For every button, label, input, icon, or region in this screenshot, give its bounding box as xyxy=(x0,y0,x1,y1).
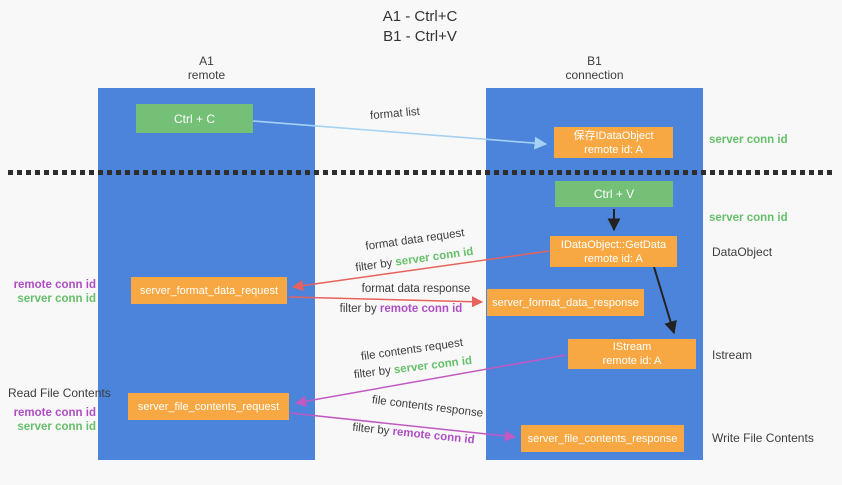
arrow-file-contents-response xyxy=(289,412,517,442)
remote-conn-id-text: remote conn id xyxy=(379,303,463,315)
node-ctrl-c: Ctrl + C xyxy=(136,104,253,133)
node-ctrl-v-label: Ctrl + V xyxy=(593,187,635,201)
label-remote-conn-id-left-bottom: remote conn id xyxy=(13,407,96,419)
label-write-file-contents: Write File Contents xyxy=(712,431,814,445)
node-server-file-contents-response: server_file_contents_response xyxy=(521,425,684,452)
node-ctrl-v: Ctrl + V xyxy=(555,181,673,207)
label-group-conn-ids-top: remote conn id server conn id xyxy=(8,278,96,306)
arrow-format-data-request xyxy=(291,250,550,292)
lane-header-b1: B1 connection xyxy=(486,54,703,82)
lane-a1-role: remote xyxy=(187,68,226,82)
node-ctrl-c-label: Ctrl + C xyxy=(173,111,215,126)
arrow-format-list xyxy=(252,120,548,150)
label-server-conn-id-right-mid: server conn id xyxy=(709,212,788,224)
label-istream: Istream xyxy=(712,348,753,362)
istream-remote-id: remote id: A xyxy=(602,355,662,367)
save-idataobject-title: 保存IDataObject xyxy=(573,129,654,142)
lane-b1-role: connection xyxy=(565,68,624,82)
node-save-idataobject: 保存IDataObject remote id: A xyxy=(554,127,673,158)
node-idataobject-getdata: IDataObject::GetData remote id: A xyxy=(550,236,677,267)
format-response-label: server_format_data_response xyxy=(492,296,639,309)
flow-label-filter-remote-conn-top: filter by remote conn id xyxy=(336,303,466,315)
node-istream: IStream remote id: A xyxy=(568,339,696,369)
arrow-getdata-to-istream xyxy=(653,266,677,335)
label-dataobject: DataObject xyxy=(712,245,773,259)
title-line-a1: A1 - Ctrl+C xyxy=(382,8,458,25)
diagram-title: A1 - Ctrl+C B1 - Ctrl+V xyxy=(300,7,540,47)
session-separator-line xyxy=(8,170,832,175)
label-server-conn-id-right-top: server conn id xyxy=(709,134,788,146)
node-server-format-data-response: server_format_data_response xyxy=(487,289,644,316)
label-remote-conn-id-left-top: remote conn id xyxy=(13,279,96,291)
arrow-format-data-response xyxy=(288,296,484,308)
label-server-conn-id-left-top: server conn id xyxy=(17,293,96,305)
node-server-file-contents-request: server_file_contents_request xyxy=(128,393,289,420)
label-group-conn-ids-bottom: remote conn id server conn id xyxy=(8,406,96,434)
arrow-file-contents-request xyxy=(294,354,567,407)
lane-header-a1: A1 remote xyxy=(98,54,315,82)
title-line-b1: B1 - Ctrl+V xyxy=(383,28,457,45)
format-request-label: server_format_data_request xyxy=(139,284,279,297)
flow-label-format-data-response: format data response xyxy=(361,283,471,295)
save-idataobject-remote-id: remote id: A xyxy=(584,143,643,156)
file-request-label: server_file_contents_request xyxy=(137,400,280,413)
label-read-file-contents: Read File Contents xyxy=(8,386,111,400)
node-server-format-data-request: server_format_data_request xyxy=(131,277,287,304)
istream-title: IStream xyxy=(612,341,652,353)
label-server-conn-id-left-bottom: server conn id xyxy=(17,421,96,433)
filter-by-text: filter by xyxy=(339,303,380,315)
lane-a1-name: A1 xyxy=(199,54,214,68)
getdata-title: IDataObject::GetData xyxy=(560,238,667,251)
file-response-label: server_file_contents_response xyxy=(527,432,678,445)
lane-b1-name: B1 xyxy=(587,54,602,68)
getdata-remote-id: remote id: A xyxy=(584,252,643,265)
